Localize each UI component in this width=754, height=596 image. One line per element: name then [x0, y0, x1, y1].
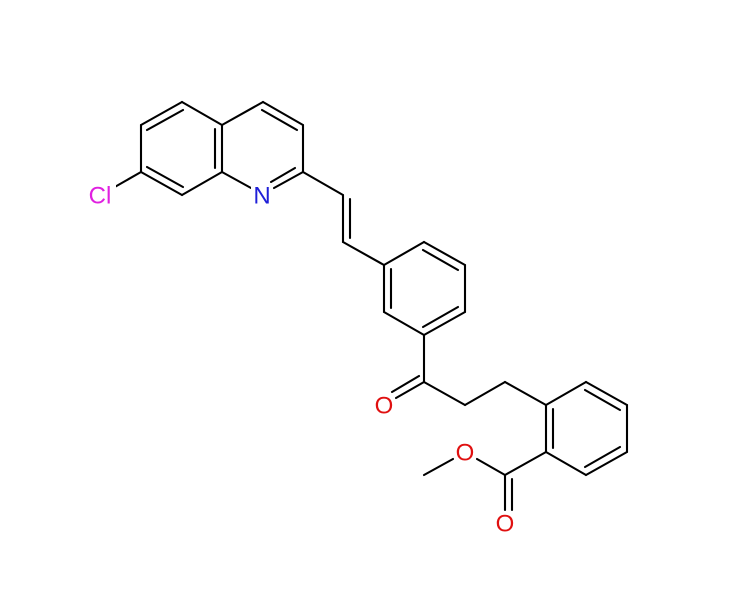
bond [394, 380, 426, 400]
bond [544, 380, 588, 407]
bond [422, 380, 467, 407]
bond [421, 248, 460, 272]
bond [301, 170, 345, 197]
bond [544, 450, 588, 477]
bond [503, 380, 548, 407]
bond [272, 170, 305, 190]
bond [111, 170, 143, 190]
bond [583, 388, 622, 412]
bond [475, 457, 507, 477]
bond [180, 100, 224, 127]
chlorine-atom-label: Cl [89, 183, 112, 210]
atom-label-layer: Cl N O O O [86, 182, 516, 538]
bond [220, 170, 253, 190]
bond [584, 450, 629, 477]
bond [269, 166, 297, 184]
ester-oxygen-label: O [456, 440, 475, 467]
bond [260, 108, 299, 132]
bond [503, 450, 548, 477]
bond [390, 374, 421, 394]
bond [139, 100, 184, 127]
bond [145, 165, 185, 189]
bond [463, 380, 507, 407]
bond [382, 310, 426, 337]
bond [180, 170, 224, 197]
bond [583, 445, 622, 469]
bond [421, 305, 460, 329]
bond [341, 240, 386, 267]
carbonyl-oxygen-label: O [496, 511, 515, 538]
bond [422, 457, 455, 477]
bond [220, 100, 265, 127]
bond [261, 100, 305, 127]
ketone-oxygen-label: O [375, 393, 394, 420]
bond [422, 310, 467, 337]
nitrogen-atom-label: N [253, 183, 270, 210]
bond [382, 240, 426, 267]
bond [584, 380, 629, 407]
bond [145, 108, 185, 132]
bond-layer [111, 100, 629, 512]
bond [422, 240, 467, 267]
bond [139, 170, 184, 197]
